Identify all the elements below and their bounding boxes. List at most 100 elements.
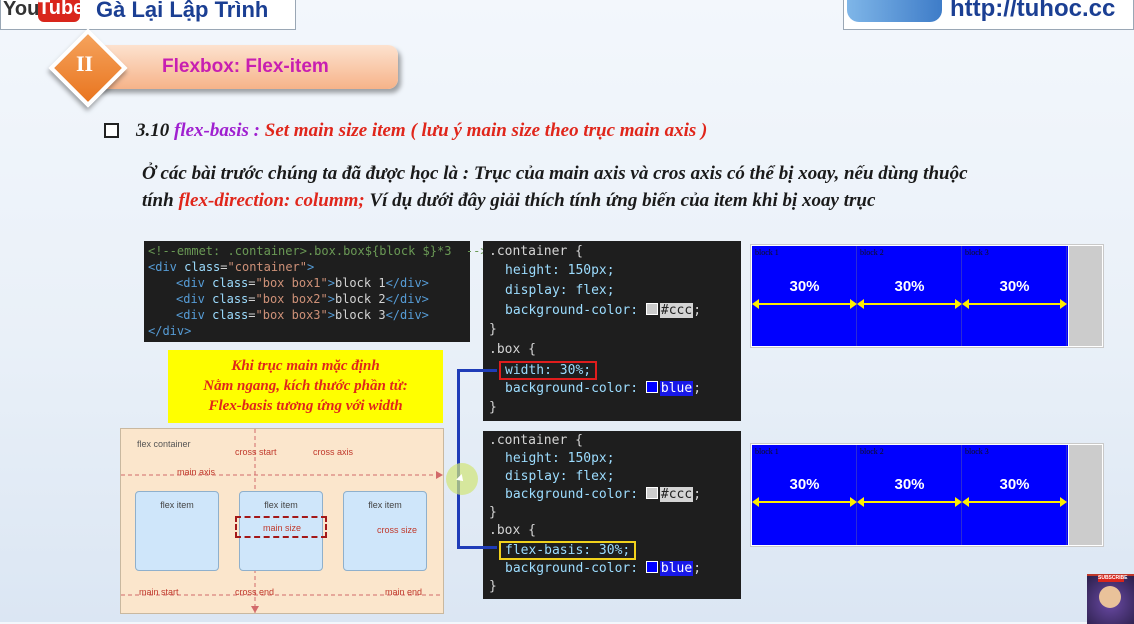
- css-property: height: 150px;: [505, 263, 615, 278]
- paragraph-line-2: tính flex-direction: columm; Ví dụ dưới …: [142, 190, 875, 212]
- block-label: block 2: [860, 447, 884, 456]
- code-line: </div>: [148, 323, 191, 339]
- css-brace: }: [489, 400, 497, 415]
- heading-number: 3.10: [136, 120, 170, 141]
- preview-block-1: block 1 30%: [752, 246, 857, 346]
- paragraph-highlight: flex-direction: columm;: [178, 190, 365, 211]
- css-width-highlight: width: 30%;: [499, 361, 598, 380]
- avatar-face-icon: [1099, 586, 1121, 608]
- url-logo-icon: [847, 0, 942, 22]
- subscribe-badge[interactable]: SUBSCRIBE: [1098, 575, 1128, 582]
- css-property: display: flex;: [505, 469, 615, 484]
- preview-basis: block 1 30% block 2 30% block 3 30%: [750, 443, 1104, 547]
- preview-blue-area: [752, 445, 1068, 545]
- css-brace: }: [489, 505, 497, 520]
- css-property: display: flex;: [505, 283, 615, 298]
- css-rule: background-color: #ccc;: [505, 303, 702, 318]
- css-rule: height: 150px;: [505, 263, 615, 278]
- preview-width: block 1 30% block 2 30% block 3 30%: [750, 244, 1104, 348]
- preview-block-1: block 1 30%: [752, 445, 857, 545]
- cursor-highlight: [446, 463, 478, 495]
- code-line: <div class="box box3">block 3</div>: [176, 308, 429, 322]
- width-arrow-icon: [857, 497, 962, 507]
- preview-block-3: block 3 30%: [962, 445, 1067, 545]
- code-tag: div: [155, 260, 177, 274]
- css-code-panel-width: .container { height: 150px; display: fle…: [483, 241, 741, 421]
- code-line: <div class="box box1">block 1</div>: [176, 276, 429, 290]
- label-main-start: main start: [139, 587, 179, 597]
- label-cross-size: cross size: [377, 525, 418, 535]
- connector-line: [457, 546, 497, 549]
- heading-property: flex-basis :: [174, 120, 261, 141]
- code-tag: </div>: [148, 324, 192, 338]
- css-value: #ccc: [659, 487, 694, 502]
- css-basis-highlight: flex-basis: 30%;: [499, 541, 637, 560]
- css-rule: display: flex;: [505, 469, 615, 484]
- topic-heading: 3.10 flex-basis : Set main size item ( l…: [136, 120, 707, 142]
- css-property: background-color:: [505, 381, 646, 396]
- css-code-panel-basis: .container { height: 150px; display: fle…: [483, 431, 741, 599]
- css-rule: background-color: blue;: [505, 381, 702, 396]
- connector-line: [457, 369, 497, 372]
- css-value: blue: [659, 381, 694, 396]
- code-line: <div class="container">: [148, 260, 315, 274]
- note-box: Khi trục main mặc định Nằm ngang, kích t…: [168, 350, 443, 423]
- section-number: II: [76, 51, 94, 76]
- label-cross-end: cross end: [235, 587, 275, 597]
- paragraph-line-1: Ở các bài trước chúng ta đã được học là …: [142, 163, 968, 184]
- flex-item-3: flex item: [343, 491, 427, 571]
- preview-container-bg: [1069, 445, 1102, 545]
- block-percent: 30%: [999, 476, 1030, 493]
- css-rule: display: flex;: [505, 283, 615, 298]
- color-swatch-icon: [645, 561, 658, 573]
- preview-container-bg: [1069, 246, 1102, 346]
- paragraph-text: tính: [142, 190, 174, 211]
- paragraph-text: Ví dụ dưới đây giải thích tính ứng biến …: [369, 190, 876, 211]
- site-url: http://tuhoc.cc: [950, 0, 1116, 22]
- flex-item-label: flex item: [264, 500, 298, 510]
- label-cross-axis: cross axis: [313, 447, 354, 457]
- label-cross-start: cross start: [235, 447, 277, 457]
- color-swatch-icon: [645, 381, 658, 393]
- color-swatch-icon: [645, 303, 658, 315]
- block-label: block 3: [965, 447, 989, 456]
- flex-item-2: flex item: [239, 491, 323, 571]
- code-comment: <!--emmet: .container>.box.box${block $}…: [148, 244, 488, 258]
- flex-item-1: flex item: [135, 491, 219, 571]
- youtube-logo-tube: Tube: [38, 0, 84, 22]
- width-arrow-icon: [752, 299, 857, 309]
- code-text: block 2: [334, 292, 386, 306]
- css-rule: height: 150px;: [505, 451, 615, 466]
- label-flex-container: flex container: [137, 439, 191, 449]
- preview-block-2: block 2 30%: [857, 246, 962, 346]
- block-percent: 30%: [999, 278, 1030, 295]
- css-selector: .box {: [489, 342, 536, 357]
- code-string: "box box1": [255, 276, 328, 290]
- css-selector: .box {: [489, 523, 536, 538]
- css-value: #ccc: [659, 303, 694, 318]
- code-string: "box box2": [255, 292, 328, 306]
- note-line-1: Khi trục main mặc định: [231, 358, 380, 374]
- css-brace: }: [489, 322, 497, 337]
- width-arrow-icon: [962, 497, 1067, 507]
- css-rule: background-color: blue;: [505, 561, 702, 576]
- preview-block-2: block 2 30%: [857, 445, 962, 545]
- code-text: block 3: [334, 308, 386, 322]
- code-line: <div class="box box2">block 2</div>: [176, 292, 429, 306]
- preview-block-3: block 3 30%: [962, 246, 1067, 346]
- block-label: block 3: [965, 248, 989, 257]
- section-header-bar: [88, 45, 398, 89]
- css-selector: .container {: [489, 433, 583, 448]
- block-percent: 30%: [894, 476, 925, 493]
- css-property: background-color:: [505, 487, 646, 502]
- width-arrow-icon: [857, 299, 962, 309]
- heading-description: Set main size item ( lưu ý main size the…: [264, 120, 708, 141]
- css-rule: background-color: #ccc;: [505, 487, 702, 502]
- code-attr: class: [184, 260, 221, 274]
- youtube-logo-you: You: [3, 0, 40, 20]
- code-string: "box box3": [255, 308, 328, 322]
- block-percent: 30%: [789, 476, 820, 493]
- checkbox-bullet-icon: [104, 123, 119, 138]
- flex-item-label: flex item: [368, 500, 402, 510]
- block-percent: 30%: [789, 278, 820, 295]
